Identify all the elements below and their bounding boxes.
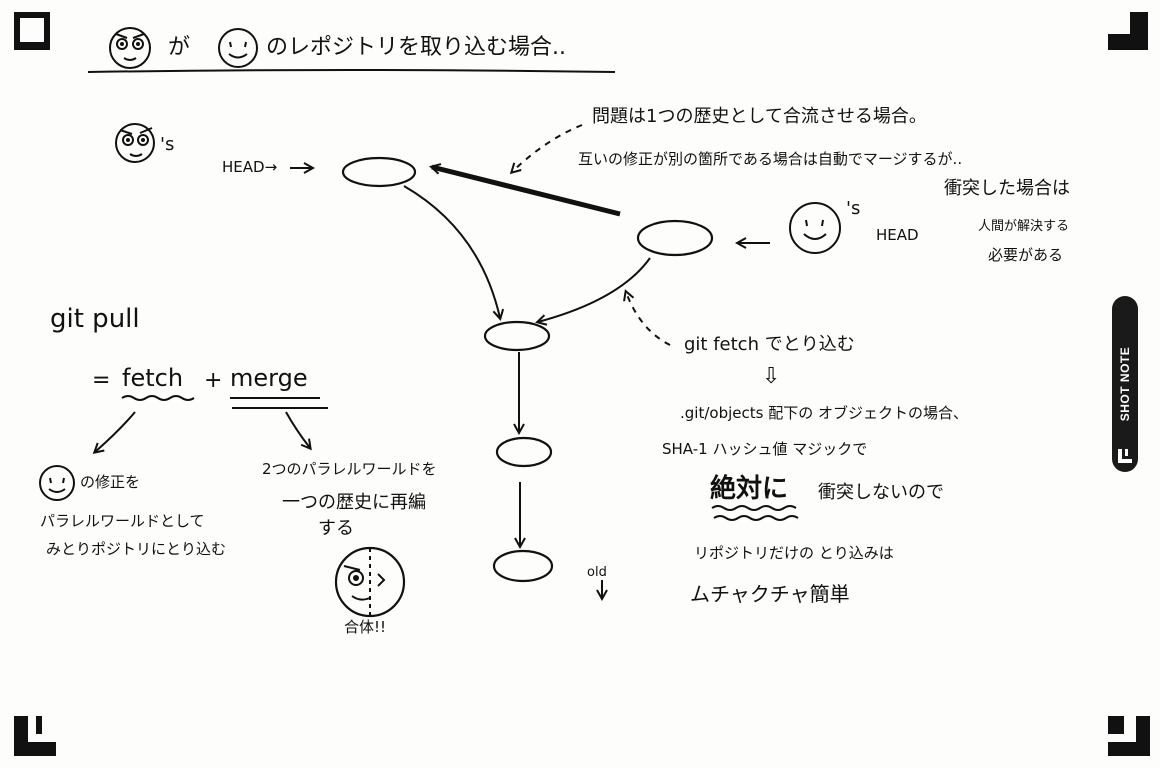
fetch-wavy-underline	[121, 395, 195, 401]
commit-node-head-right	[636, 219, 714, 257]
merge-note-line-2: 一つの歴史に再編	[282, 492, 426, 513]
equation-merge: merge	[230, 364, 308, 392]
shot-note-label: SHOT NOTE	[1118, 346, 1132, 422]
smile-face-icon	[218, 28, 258, 68]
edge-left-to-base	[403, 185, 500, 318]
merged-face-label: 合体!!	[344, 618, 387, 636]
git-pull-label: git pull	[50, 304, 140, 334]
fetch-right-line-5: リポジトリだけの とり込みは	[694, 544, 894, 562]
angry-face-left-icon	[115, 123, 155, 163]
dashed-arrow-top	[512, 124, 583, 172]
edge-right-to-base	[538, 257, 651, 322]
commit-node-head-left	[341, 156, 417, 188]
title-ga: が	[168, 35, 191, 60]
fetch-right-line-4: 衝突しないので	[818, 482, 944, 503]
annotation-line-5: 必要がある	[988, 246, 1064, 264]
commit-node-old	[492, 549, 554, 583]
head-label-left: HEAD→	[222, 158, 278, 176]
annotation-line-2: 互いの修正が別の箇所である場合は自動でマージするが..	[578, 150, 963, 168]
shot-note-tab: SHOT NOTE	[1112, 296, 1138, 472]
title-underline	[87, 69, 616, 73]
merge-note-line-3: する	[318, 518, 354, 539]
zettai-wavy-underline	[711, 505, 797, 511]
annotation-line-4: 人間が解決する	[978, 219, 1070, 234]
smile-face-right-icon	[789, 202, 841, 254]
angry-face-icon	[109, 27, 151, 69]
title-text: のレポジトリを取り込む場合..	[266, 35, 566, 60]
merged-face-icon	[334, 546, 406, 620]
fetch-right-line-3: SHA-1 ハッシュ値 マジックで	[662, 440, 868, 458]
fetch-right-zettai: 絶対に	[710, 474, 789, 504]
corner-marker-bottom-left	[14, 716, 56, 756]
corner-marker-bottom-right	[1108, 716, 1150, 756]
fetch-right-line-2: .git/objects 配下の オブジェクトの場合、	[680, 404, 968, 422]
commit-node-middle	[495, 436, 553, 468]
commit-node-merge-base	[483, 320, 551, 352]
fetch-note-line-3: みとりポジトリにとり込む	[46, 540, 227, 558]
left-face-suffix: 's	[160, 134, 175, 155]
fetch-note-line-2: パラレルワールドとして	[40, 512, 205, 530]
edge-merge-bold	[432, 167, 621, 217]
equation-plus: +	[204, 368, 223, 393]
old-label: old	[587, 565, 607, 580]
annotation-line-3: 衝突した場合は	[944, 178, 1070, 199]
right-face-suffix: 's	[846, 198, 861, 219]
fetch-right-line-1: git fetch でとり込む	[684, 334, 855, 355]
head-label-right: HEAD	[876, 226, 919, 244]
fetch-note-suffix: の修正を	[80, 473, 141, 491]
dashed-arrow-fetch	[626, 292, 671, 346]
smile-face-fetch-note-icon	[39, 465, 75, 501]
corner-marker-top-right	[1108, 12, 1148, 50]
equation-fetch: fetch	[122, 364, 184, 392]
merge-note-line-1: 2つのパラレルワールドを	[262, 460, 437, 478]
annotation-line-1: 問題は1つの歴史として合流させる場合。	[592, 106, 927, 127]
shot-note-logo-icon	[1118, 449, 1132, 463]
fetch-right-arrow: ⇩	[762, 364, 781, 389]
equation-eq: =	[92, 368, 111, 393]
merge-double-underline	[230, 397, 328, 409]
fetch-right-line-6: ムチャクチャ簡単	[690, 582, 850, 606]
corner-marker-top-left	[14, 12, 50, 50]
